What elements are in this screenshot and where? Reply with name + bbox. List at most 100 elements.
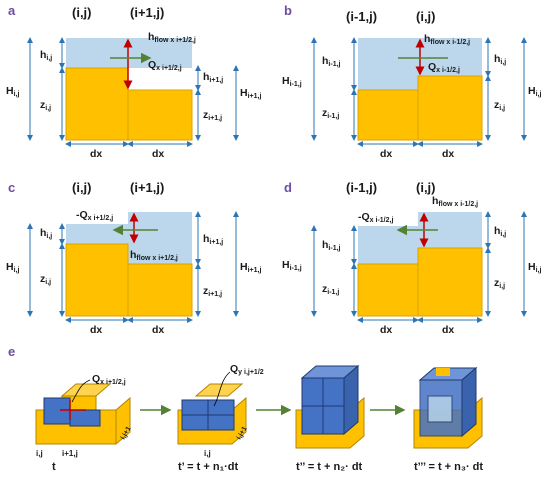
panel-letter-a: a — [8, 3, 16, 18]
svg-text:zi-1,j: zi-1,j — [322, 107, 339, 120]
h-left: h — [322, 55, 328, 67]
hflow-label: h — [424, 33, 430, 45]
ground-right — [417, 75, 483, 141]
z-right-sub: i,j — [499, 105, 505, 112]
svg-text:hi+1,j: hi+1,j — [203, 71, 223, 84]
h-left-sub: i-1,j — [328, 61, 340, 68]
dx-label-1: dx — [380, 148, 392, 160]
dx-label-1: dx — [90, 324, 102, 336]
H-right: H — [528, 85, 536, 97]
dx-label-2: dx — [442, 324, 454, 336]
cell-ij: i,j — [36, 449, 43, 458]
z-right-sub: i+1,j — [208, 291, 222, 298]
cell-i1j: i+1,j — [62, 449, 78, 458]
svg-text:hi,j: hi,j — [494, 225, 506, 238]
H-right-sub: i+1,j — [248, 93, 262, 100]
ground-left — [65, 67, 129, 141]
h-right: h — [203, 233, 209, 245]
h-right: h — [494, 225, 500, 237]
h-right-sub: i,j — [500, 231, 506, 238]
svg-text:hflow x i-1/2,j: hflow x i-1/2,j — [432, 195, 478, 208]
col-label-right: (i,j) — [416, 9, 436, 24]
q-label: Q — [148, 59, 156, 71]
col-label-left: (i-1,j) — [346, 9, 377, 24]
H-left-sub: i-1,j — [290, 81, 302, 88]
H-right-sub: i,j — [536, 267, 542, 274]
ground-left — [65, 243, 129, 317]
ground-left — [357, 89, 419, 141]
z-left: z — [40, 273, 45, 285]
ground-left — [357, 263, 419, 317]
svg-text:zi-1,j: zi-1,j — [322, 283, 339, 296]
q-sub: x i+1/2,j — [88, 215, 114, 222]
z-left: z — [40, 99, 45, 111]
svg-text:Hi,j: Hi,j — [6, 261, 19, 274]
panel-e: e Qx i+1/2,j i,j i+1,j i,j+1 Qy i,j+1/2 — [8, 344, 483, 473]
svg-text:hi,j: hi,j — [40, 227, 52, 240]
col-label-right: (i+1,j) — [130, 5, 164, 20]
panel-d: d (i-1,j) (i,j) hflow x i-1/2,j -Qx i-1/… — [282, 180, 541, 336]
svg-text:hi-1,j: hi-1,j — [322, 55, 341, 68]
z-left: z — [322, 107, 327, 119]
svg-text:zi,j: zi,j — [494, 99, 505, 112]
panel-letter-d: d — [284, 180, 292, 195]
q-sub: x i-1/2,j — [370, 217, 394, 224]
cube-stack-t2 — [295, 364, 365, 449]
H-left: H — [282, 259, 290, 271]
h-left-sub: i,j — [46, 233, 52, 240]
z-right: z — [494, 277, 499, 289]
svg-text:Hi,j: Hi,j — [6, 85, 19, 98]
z-right-sub: i,j — [499, 283, 505, 290]
panel-letter-c: c — [8, 180, 15, 195]
q-sub: x i-1/2,j — [436, 67, 460, 74]
svg-text:Qx i-1/2,j: Qx i-1/2,j — [428, 61, 460, 74]
time-label-2: t’’ = t + n₂· dt — [296, 461, 363, 473]
svg-text:hi-1,j: hi-1,j — [322, 239, 341, 252]
time-label-0: t — [52, 461, 56, 473]
h-right: h — [494, 53, 500, 65]
cube-stack-t3 — [413, 366, 483, 449]
panel-a: a (i,j) (i+1,j) hflow x i+1/2,j Qx i+1/2… — [6, 3, 261, 160]
cell2-ij: i,j — [204, 449, 211, 458]
svg-text:Qy i,j+1/2: Qy i,j+1/2 — [230, 363, 264, 376]
hflow-sub: flow x i-1/2,j — [430, 39, 470, 46]
cube-stack-t — [35, 383, 131, 445]
z-right: z — [203, 109, 208, 121]
H-right-sub: i,j — [536, 91, 542, 98]
q2-label: Q — [230, 363, 238, 375]
hflow-label: h — [148, 31, 154, 43]
dx-label-1: dx — [90, 148, 102, 160]
svg-text:hi,j: hi,j — [40, 49, 52, 62]
q1-label: Q — [92, 373, 100, 385]
z-right: z — [494, 99, 499, 111]
H-left-sub: i,j — [14, 267, 20, 274]
q1-sub: x i+1/2,j — [100, 379, 126, 386]
q-label: Q — [428, 61, 436, 73]
time-label-1: t’ = t + n₁·dt — [178, 461, 238, 473]
dx-label-2: dx — [152, 148, 164, 160]
svg-text:-Qx i+1/2,j: -Qx i+1/2,j — [76, 209, 113, 222]
h-right-sub: i+1,j — [209, 239, 223, 246]
svg-text:hflow x i+1/2,j: hflow x i+1/2,j — [148, 31, 196, 44]
h-right: h — [203, 71, 209, 83]
H-left-sub: i,j — [14, 91, 20, 98]
col-label-right: (i+1,j) — [130, 180, 164, 195]
hflow-sub: flow x i-1/2,j — [438, 201, 478, 208]
h-right-sub: i,j — [500, 59, 506, 66]
hflow-sub: flow x i+1/2,j — [136, 255, 177, 262]
q2-sub: y i,j+1/2 — [238, 369, 264, 376]
hflow-sub: flow x i+1/2,j — [154, 37, 195, 44]
panel-c: c (i,j) (i+1,j) -Qx i+1/2,j hflow x i+1/… — [6, 180, 261, 336]
svg-text:Hi-1,j: Hi-1,j — [282, 75, 302, 88]
ground-right — [417, 247, 483, 317]
dx-label-2: dx — [152, 324, 164, 336]
svg-text:Hi-1,j: Hi-1,j — [282, 259, 302, 272]
hflow-label: h — [130, 249, 136, 261]
svg-text:hi+1,j: hi+1,j — [203, 233, 223, 246]
H-left: H — [6, 261, 14, 273]
z-left-sub: i,j — [45, 279, 51, 286]
col-label-left: (i,j) — [72, 5, 92, 20]
col-label-left: (i-1,j) — [346, 180, 377, 195]
h-right-sub: i+1,j — [209, 77, 223, 84]
